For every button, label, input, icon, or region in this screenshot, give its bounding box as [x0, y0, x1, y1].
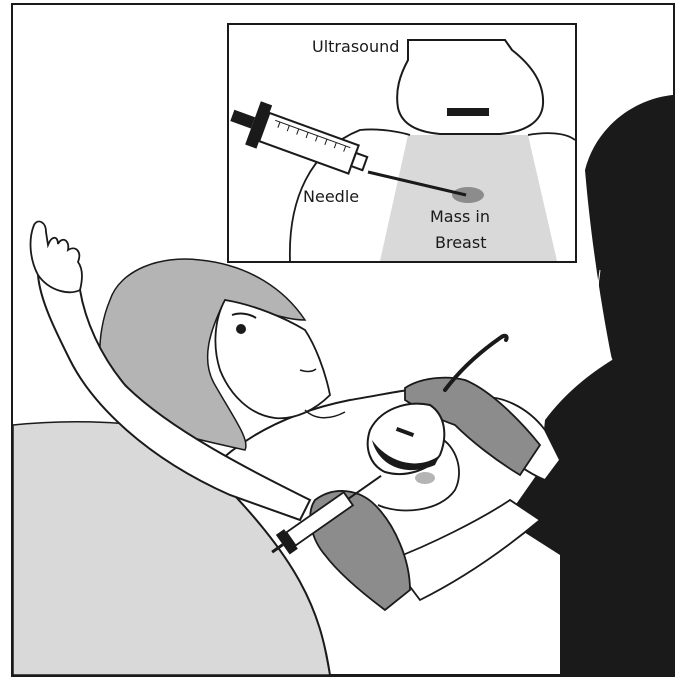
- inset-probe-marker: [447, 108, 489, 116]
- label-mass-line2: Breast: [435, 233, 486, 252]
- label-ultrasound: Ultrasound: [312, 37, 399, 56]
- label-needle: Needle: [303, 187, 359, 206]
- inset: Ultrasound Needle Mass in Breast: [224, 24, 576, 262]
- inset-mass: [452, 187, 484, 203]
- patient-eye: [236, 324, 246, 334]
- target-mass: [415, 472, 435, 484]
- label-mass-line1: Mass in: [430, 207, 490, 226]
